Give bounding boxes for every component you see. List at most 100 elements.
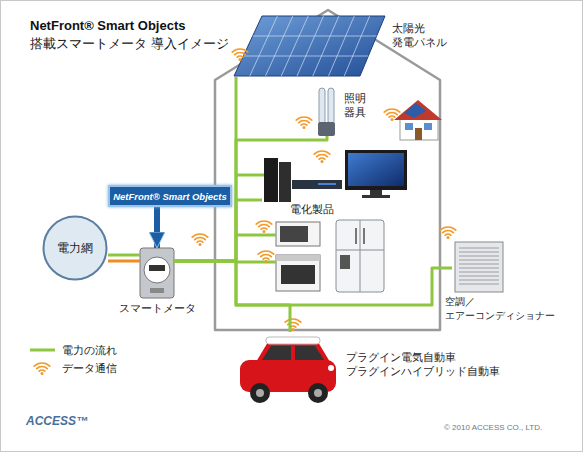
pc-tower	[279, 162, 291, 202]
house-outline	[215, 10, 440, 330]
ac-unit	[455, 242, 503, 292]
wifi-arc	[235, 53, 246, 55]
node-label: スマートメータ	[112, 301, 202, 315]
wifi-arc	[192, 234, 208, 237]
oven-knobs	[276, 255, 320, 261]
car-cabin	[256, 342, 330, 362]
wifi-arc	[445, 234, 451, 235]
icon-house-door	[415, 128, 422, 140]
air-conditioner-node: 空調／ エアーコンディショナー	[452, 240, 507, 294]
wifi-arc	[384, 109, 400, 112]
car-window	[262, 346, 291, 360]
callout-arrow	[154, 207, 160, 248]
power-line	[174, 261, 290, 332]
wifi-symbol	[258, 251, 274, 263]
meter-foot	[150, 288, 164, 293]
oven-window	[281, 265, 315, 284]
wifi-dot	[303, 126, 306, 129]
wifi-dot	[41, 372, 44, 375]
wifi-symbol	[296, 117, 312, 129]
node-label: 電化製品	[290, 202, 370, 216]
ac-grille	[459, 268, 499, 269]
tv-screen	[348, 153, 404, 186]
wifi-arc	[37, 367, 48, 369]
wifi-symbol	[192, 234, 208, 246]
tv-frame	[345, 150, 407, 190]
node-label: 空調／ エアーコンディショナー	[445, 295, 570, 323]
wifi-symbol	[384, 109, 400, 121]
wifi-dot	[292, 328, 295, 331]
wifi-symbol	[34, 363, 50, 375]
wifi-dot	[263, 230, 266, 233]
legend-sample	[30, 343, 56, 357]
wifi-arc	[256, 221, 272, 224]
wifi-dot	[265, 260, 268, 263]
panel-grid	[329, 16, 355, 76]
meter-face	[144, 257, 170, 283]
wifi-arc	[197, 241, 203, 242]
ac-grille	[459, 284, 499, 285]
tv-stand	[362, 195, 390, 198]
ac-grille	[459, 276, 499, 277]
fridge-handle	[363, 228, 365, 244]
car-window	[295, 346, 324, 360]
oven	[276, 255, 320, 291]
panel-grid	[243, 56, 368, 57]
panel-grid	[250, 16, 278, 76]
wifi-arc	[319, 158, 325, 159]
wifi-arc	[261, 254, 272, 256]
wifi-dot	[447, 236, 450, 239]
wifi-dot	[321, 160, 324, 163]
icon-house-window	[424, 123, 432, 130]
wifi-symbol	[256, 221, 272, 233]
node-label: プラグイン電気自動車 プラグインハイブリッド自動車	[346, 350, 511, 378]
wifi-dot	[199, 243, 202, 246]
power-line	[174, 261, 452, 305]
microwave-window	[280, 226, 308, 242]
ac-grille	[459, 256, 499, 257]
microwave	[276, 222, 320, 246]
ac-grille	[459, 260, 499, 261]
data-line	[108, 260, 140, 263]
wifi-symbol	[285, 319, 301, 331]
panel-grid	[281, 16, 308, 76]
wifi-arc	[232, 49, 248, 52]
ac-grille	[459, 264, 499, 265]
wifi-symbol	[440, 227, 456, 239]
dvd-light	[318, 183, 336, 185]
node-label: 照明 器具	[344, 91, 374, 119]
dvd-player	[292, 180, 342, 189]
legend-text: データ通信	[62, 361, 117, 375]
company-logo: ACCESS™	[26, 414, 88, 428]
meter-body	[140, 248, 174, 298]
ac-grille	[459, 252, 499, 253]
fridge	[336, 220, 384, 292]
callout-box: NetFront® Smart Objects	[108, 185, 232, 207]
wifi-arc	[258, 251, 274, 254]
power-wire	[236, 174, 264, 177]
wifi-arc	[34, 363, 50, 366]
car-hub	[256, 389, 264, 397]
bulb-tube	[319, 88, 325, 124]
wifi-arc	[261, 228, 267, 229]
power-wire	[236, 261, 276, 264]
car-wheel	[308, 383, 328, 403]
power-line	[108, 254, 140, 257]
wifi-arc	[440, 227, 456, 230]
power-wire	[236, 234, 276, 237]
node-label: 太陽光 発電パネル	[392, 21, 452, 49]
panel-grid	[313, 16, 339, 76]
node-label: 電力網	[42, 241, 108, 255]
wifi-arc	[443, 230, 454, 232]
wifi-arc	[314, 151, 330, 154]
tv-stand	[370, 190, 382, 195]
panel-grid	[344, 16, 369, 76]
callout-text: NetFront® Smart Objects	[110, 190, 230, 204]
wifi-arc	[389, 116, 395, 117]
wifi-arc	[237, 56, 243, 57]
wifi-dot	[391, 118, 394, 121]
fridge-dispenser	[340, 255, 350, 269]
bulb-tube	[328, 88, 334, 124]
